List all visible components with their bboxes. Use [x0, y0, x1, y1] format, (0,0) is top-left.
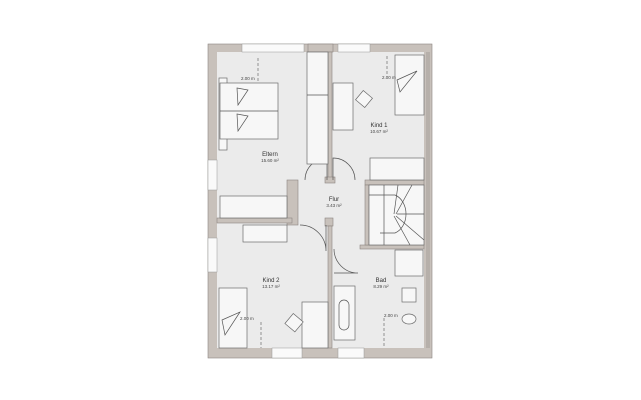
room-name-kind1: Kind 1 [370, 123, 388, 129]
room-area-kind2: 13.17 m² [262, 284, 280, 289]
room-area-flur: 3.43 m² [326, 203, 342, 208]
desk-kind2 [301, 301, 329, 349]
window [337, 347, 365, 359]
window [241, 43, 305, 53]
door-kind1[interactable] [332, 157, 356, 181]
sink [401, 287, 417, 303]
dimension-label: 2.00 m [240, 316, 254, 321]
dimension-label: 2.00 m [382, 75, 396, 80]
dresser [219, 195, 288, 219]
bed-kind2 [218, 287, 248, 349]
room-area-bad: 8.29 m² [373, 284, 389, 289]
wall-eltern-kind2 [216, 217, 293, 224]
wardrobe-kind2 [242, 224, 288, 243]
room-name-flur: Flur [329, 197, 339, 203]
staircase [368, 184, 425, 246]
room-name-bad: Bad [376, 278, 387, 284]
shower [394, 249, 424, 277]
chair-kind2 [284, 313, 304, 333]
door-kind2[interactable] [299, 224, 327, 252]
chair-kind1 [355, 90, 373, 108]
toilet [401, 313, 417, 325]
wall [324, 217, 334, 227]
window [271, 347, 303, 359]
wall [324, 176, 336, 184]
room-name-kind2: Kind 2 [262, 278, 280, 284]
wall-stairs [364, 184, 370, 246]
wall-eltern-kind1 [327, 51, 333, 181]
bed-kind1 [394, 54, 425, 116]
bathtub [333, 285, 356, 341]
window [207, 237, 218, 273]
door-bad[interactable] [333, 248, 359, 274]
wall [307, 43, 334, 53]
wardrobe-kind1 [369, 157, 425, 181]
room-area-eltern: 15.60 m² [261, 158, 279, 163]
dimension-label: 2.00 m [241, 76, 255, 81]
wardrobe-eltern [306, 51, 329, 165]
desk-kind1 [332, 82, 354, 131]
wall-kind2-bad [327, 225, 333, 349]
window [207, 159, 218, 191]
wall-kind1-stairs [364, 179, 425, 186]
room-area-kind1: 10.67 m² [370, 129, 388, 134]
wall-bad-stairs [359, 244, 425, 250]
room-name-eltern: Eltern [262, 152, 278, 158]
dimension-label: 2.00 m [384, 313, 398, 318]
window [337, 43, 371, 53]
